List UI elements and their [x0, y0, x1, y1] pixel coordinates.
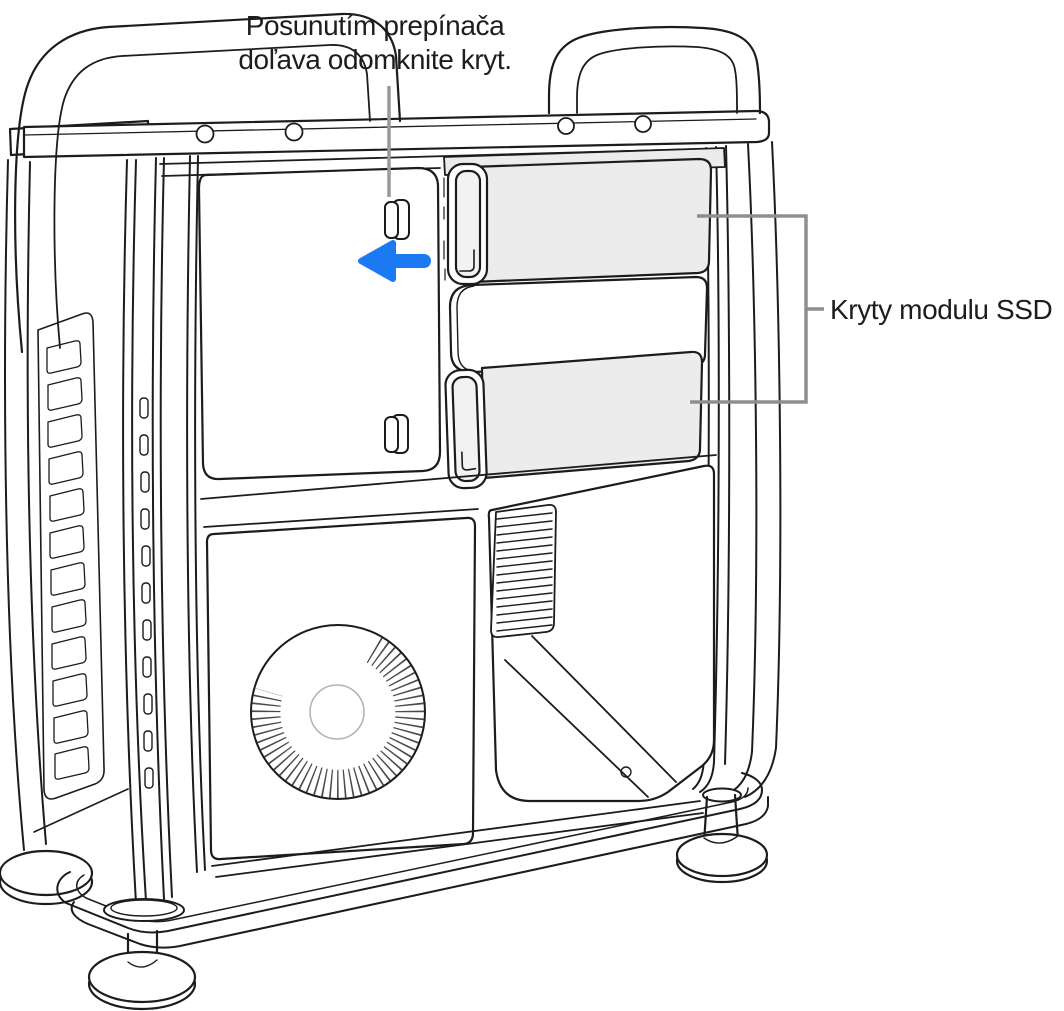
- callouts: [358, 86, 824, 404]
- chassis-bottom-rim: [211, 800, 704, 878]
- side-door-panel: [197, 166, 442, 481]
- unlock-note-line-1: Posunutím prepínača: [245, 10, 505, 41]
- door-latch: [384, 414, 409, 454]
- pcie-bracket: [37, 312, 105, 800]
- ssd-callout-bracket: [690, 214, 824, 404]
- top-rail: [8, 109, 771, 159]
- leg-collar-left: [103, 898, 185, 922]
- unlock-switch: [384, 199, 410, 240]
- fan-hub: [309, 684, 365, 740]
- heatsink-vent: [490, 503, 557, 639]
- frame-legs: [4, 155, 206, 904]
- unlock-note-line-2: doľava odomknite kryt.: [238, 44, 512, 75]
- io-slot-column: [139, 397, 154, 789]
- rail-screw-holes: [195, 115, 652, 144]
- ssd-bay: [443, 157, 713, 490]
- lower-right-panel: [487, 464, 716, 803]
- chassis-base: [33, 772, 769, 949]
- foot-rear-left: [0, 849, 94, 906]
- ssd-modules-label: Kryty modulu SSD: [830, 294, 1053, 325]
- unlock-note: Posunutím prepínača doľava odomknite kry…: [194, 9, 556, 77]
- left-handle: [14, 12, 402, 354]
- leg-collar-right: [702, 787, 742, 803]
- bay-edge-ticks: [443, 177, 446, 281]
- brace-strut: [504, 635, 677, 798]
- ssd-module-bottom: [444, 350, 704, 490]
- section-divider: [200, 454, 717, 528]
- right-handle: [547, 25, 762, 115]
- arrow-left-icon: [358, 240, 431, 282]
- fan: [250, 624, 426, 800]
- foot-front-right: [675, 793, 769, 884]
- ssd-module-top: [446, 157, 713, 286]
- line-art: [0, 12, 782, 1011]
- fan-panel: [205, 516, 477, 861]
- foot-front-left: [87, 929, 197, 1011]
